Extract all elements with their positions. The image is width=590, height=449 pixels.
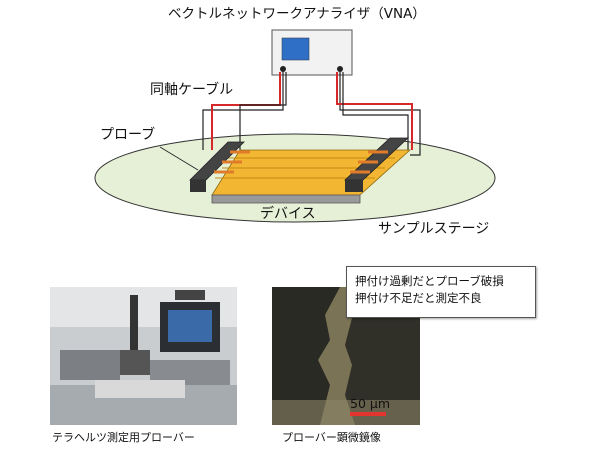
coax-cables	[202, 70, 421, 156]
prober-photo	[50, 287, 237, 425]
scale-bar-label: 50 μm	[350, 396, 391, 411]
vna-port-left	[280, 66, 286, 72]
device-front	[211, 194, 361, 204]
right-probe-front	[345, 180, 363, 192]
left-probe-front	[190, 180, 206, 192]
device-label: デバイス	[260, 206, 316, 222]
vna-label: ベクトルネットワークアナライザ（VNA）	[168, 6, 426, 22]
right-probe-tips	[350, 150, 388, 174]
vna-screen	[281, 37, 310, 61]
vna-port-right	[337, 66, 343, 72]
scale-bar	[350, 412, 386, 416]
stage-label: サンプルステージ	[378, 221, 490, 237]
probe-leader-line	[159, 146, 199, 171]
callout-box: 押付け過剰だとプローブ破損 押付け不足だと測定不良	[346, 266, 536, 318]
probe-label: プローブ	[100, 127, 156, 143]
callout-line-2: 押付け不足だと測定不良	[355, 291, 482, 305]
left-photo-caption: テラヘルツ測定用プローバー	[52, 431, 195, 444]
right-photo-caption: プローバー顕微鏡像	[282, 431, 381, 444]
callout-line-1: 押付け過剰だとプローブ破損	[355, 274, 504, 288]
left-probe-tips	[214, 150, 250, 174]
coax-label: 同軸ケーブル	[150, 82, 234, 98]
